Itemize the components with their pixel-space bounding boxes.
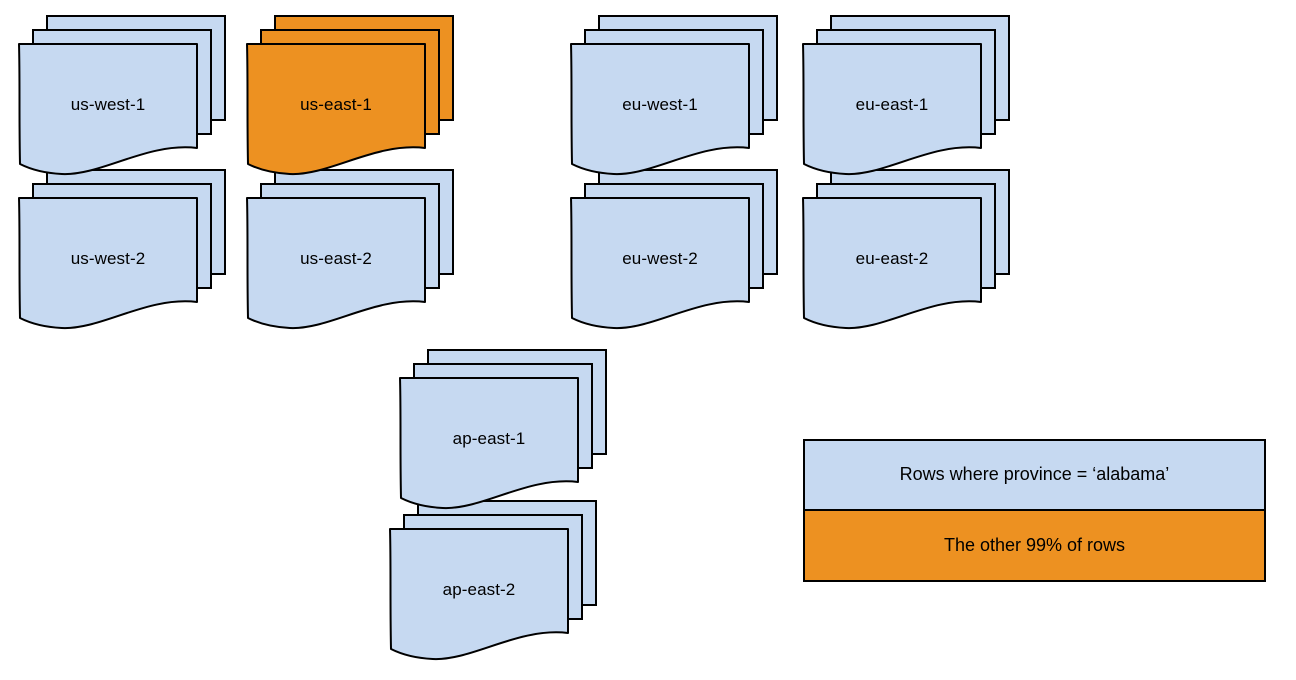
legend-item-other-rows: The other 99% of rows <box>805 510 1264 580</box>
region-stack-eu-east-2[interactable]: eu-east-2 <box>802 169 1010 330</box>
document-sheet-front <box>246 43 426 176</box>
legend: Rows where province = ‘alabama’ The othe… <box>803 439 1266 582</box>
document-sheet-front <box>18 43 198 176</box>
region-stack-shape <box>399 349 607 510</box>
region-stack-us-west-2[interactable]: us-west-2 <box>18 169 226 330</box>
region-stack-us-east-2[interactable]: us-east-2 <box>246 169 454 330</box>
document-sheet-front <box>399 377 579 510</box>
region-stack-shape <box>389 500 597 661</box>
region-stack-us-west-1[interactable]: us-west-1 <box>18 15 226 176</box>
region-stack-shape <box>246 169 454 330</box>
document-sheet-front <box>570 43 750 176</box>
legend-item-label: The other 99% of rows <box>943 534 1126 555</box>
region-stack-ap-east-1[interactable]: ap-east-1 <box>399 349 607 510</box>
region-stack-eu-east-1[interactable]: eu-east-1 <box>802 15 1010 176</box>
document-sheet-front <box>570 197 750 330</box>
document-sheet-front <box>389 528 569 661</box>
region-stack-eu-west-2[interactable]: eu-west-2 <box>570 169 778 330</box>
region-stack-shape <box>802 169 1010 330</box>
region-stack-us-east-1[interactable]: us-east-1 <box>246 15 454 176</box>
region-stack-shape <box>570 15 778 176</box>
region-stack-shape <box>246 15 454 176</box>
region-stack-ap-east-2[interactable]: ap-east-2 <box>389 500 597 661</box>
region-stack-eu-west-1[interactable]: eu-west-1 <box>570 15 778 176</box>
document-sheet-front <box>802 43 982 176</box>
document-sheet-front <box>246 197 426 330</box>
legend-item-rows-alabama: Rows where province = ‘alabama’ <box>805 441 1264 511</box>
region-stack-shape <box>802 15 1010 176</box>
region-stack-shape <box>18 169 226 330</box>
document-sheet-front <box>18 197 198 330</box>
region-stack-shape <box>570 169 778 330</box>
document-sheet-front <box>802 197 982 330</box>
region-stack-shape <box>18 15 226 176</box>
legend-item-label: Rows where province = ‘alabama’ <box>899 464 1170 485</box>
